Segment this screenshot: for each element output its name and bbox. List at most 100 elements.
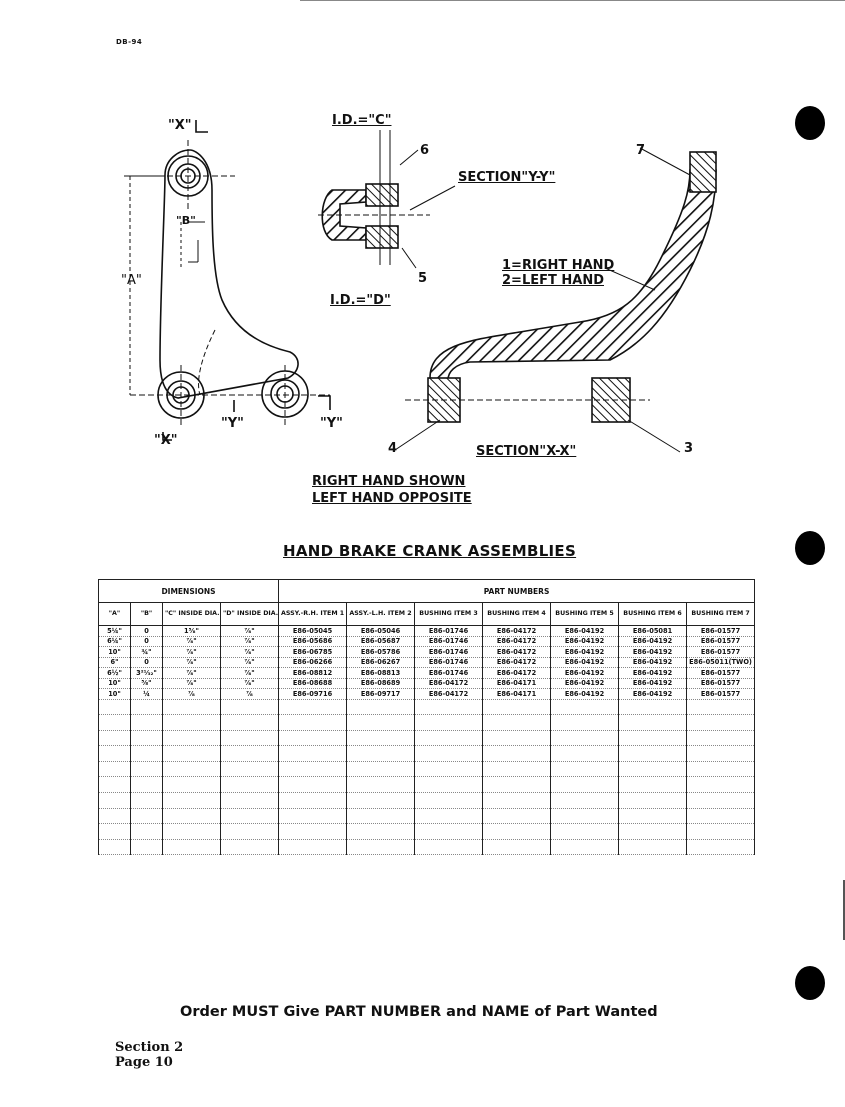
table-cell: 0	[130, 656, 163, 668]
table-cell: 3²¹⁄₃₂"	[130, 667, 163, 679]
table-cell	[346, 807, 416, 825]
top-rule	[300, 0, 845, 1]
table-cell: E86-04192	[618, 667, 688, 679]
table-cell: ⅝"	[130, 677, 163, 689]
table-cell: E86-04171	[482, 677, 552, 689]
page-footer: Section 2 Page 10	[115, 1040, 183, 1070]
table-cell	[618, 698, 688, 716]
table-cell	[98, 745, 131, 762]
table-cell	[414, 807, 484, 825]
table-cell	[98, 729, 131, 747]
table-cell	[482, 823, 552, 840]
table-cell	[346, 714, 416, 731]
table-cell: 0	[130, 625, 163, 637]
table-cell	[686, 745, 756, 762]
table-cell	[550, 729, 620, 747]
table-cell	[219, 698, 280, 716]
empty-table-row	[98, 838, 756, 856]
table-cell: 0	[130, 635, 163, 647]
column-header: "D" INSIDE DIA.	[219, 602, 280, 626]
column-header: BUSHING ITEM 6	[618, 602, 688, 626]
table-cell	[162, 792, 221, 809]
table-cell	[686, 823, 756, 840]
table-cell	[414, 776, 484, 794]
crank-assembly-drawing	[124, 120, 717, 453]
column-header: "C" INSIDE DIA.	[162, 602, 221, 626]
table-cell: E86-04192	[618, 688, 688, 700]
caption-line-1: RIGHT HAND SHOWN	[312, 474, 466, 489]
table-cell	[130, 760, 163, 778]
empty-table-row	[98, 698, 756, 716]
table-cell: E86-01746	[414, 656, 484, 668]
empty-table-row	[98, 714, 756, 731]
table-cell	[219, 807, 280, 825]
table-cell: 6"	[98, 656, 131, 668]
table-cell: E86-04192	[550, 635, 620, 647]
table-cell	[219, 760, 280, 778]
table-cell: E86-05081	[618, 625, 688, 637]
empty-table-row	[98, 792, 756, 809]
table-cell	[278, 838, 348, 856]
table-cell	[346, 823, 416, 840]
punch-hole-top	[795, 106, 825, 140]
table-cell	[550, 823, 620, 840]
table-cell: 5¼"	[98, 625, 131, 637]
table-cell	[618, 776, 688, 794]
table-cell	[130, 823, 163, 840]
table-cell	[278, 714, 348, 731]
item-3-callout: 3	[684, 441, 694, 456]
table-cell: E86-04192	[550, 667, 620, 679]
table-cell	[686, 776, 756, 794]
table-cell: E86-09717	[346, 688, 416, 700]
table-cell: E86-01746	[414, 625, 484, 637]
empty-table-row	[98, 729, 756, 747]
table-cell	[482, 745, 552, 762]
item-7-callout: 7	[636, 143, 646, 158]
table-cell	[618, 760, 688, 778]
table-cell: E86-04192	[618, 677, 688, 689]
inside-diameter-d-label: I.D.="D"	[330, 293, 391, 308]
table-cell	[346, 792, 416, 809]
order-instruction: Order MUST Give PART NUMBER and NAME of …	[180, 1004, 658, 1020]
table-cell	[686, 807, 756, 825]
table-cell: E86-04192	[550, 688, 620, 700]
table-cell	[130, 698, 163, 716]
column-header: BUSHING ITEM 4	[482, 602, 552, 626]
table-cell: E86-04192	[618, 635, 688, 647]
table-cell	[346, 776, 416, 794]
table-cell: E86-04192	[618, 646, 688, 658]
table-cell	[686, 698, 756, 716]
table-cell: 6½"	[98, 667, 131, 679]
table-cell: ⁷⁄₈"	[219, 656, 280, 668]
table-cell	[346, 729, 416, 747]
table-cell	[98, 823, 131, 840]
table-cell: E86-01577	[686, 646, 756, 658]
table-cell	[686, 760, 756, 778]
table-cell	[278, 745, 348, 762]
table-cell	[278, 729, 348, 747]
table-cell	[414, 698, 484, 716]
table-cell: 10"	[98, 646, 131, 658]
table-cell	[346, 698, 416, 716]
table-cell	[162, 745, 221, 762]
table-cell	[414, 745, 484, 762]
section-yy-view	[318, 130, 456, 269]
table-cell: E86-01746	[414, 646, 484, 658]
column-header: "B"	[130, 602, 163, 626]
table-cell	[130, 776, 163, 794]
table-cell	[550, 838, 620, 856]
table-cell	[482, 760, 552, 778]
table-cell	[130, 807, 163, 825]
table-cell: ⁷⁄₈"	[219, 635, 280, 647]
table-cell: E86-01577	[686, 677, 756, 689]
punch-hole-middle	[795, 531, 825, 565]
column-header: ASSY.-R.H. ITEM 1	[278, 602, 348, 626]
table-cell	[219, 823, 280, 840]
column-header: "A"	[98, 602, 131, 626]
empty-table-row	[98, 776, 756, 794]
table-cell	[414, 729, 484, 747]
dimension-a-label: "A"	[121, 273, 142, 288]
table-cell	[414, 838, 484, 856]
